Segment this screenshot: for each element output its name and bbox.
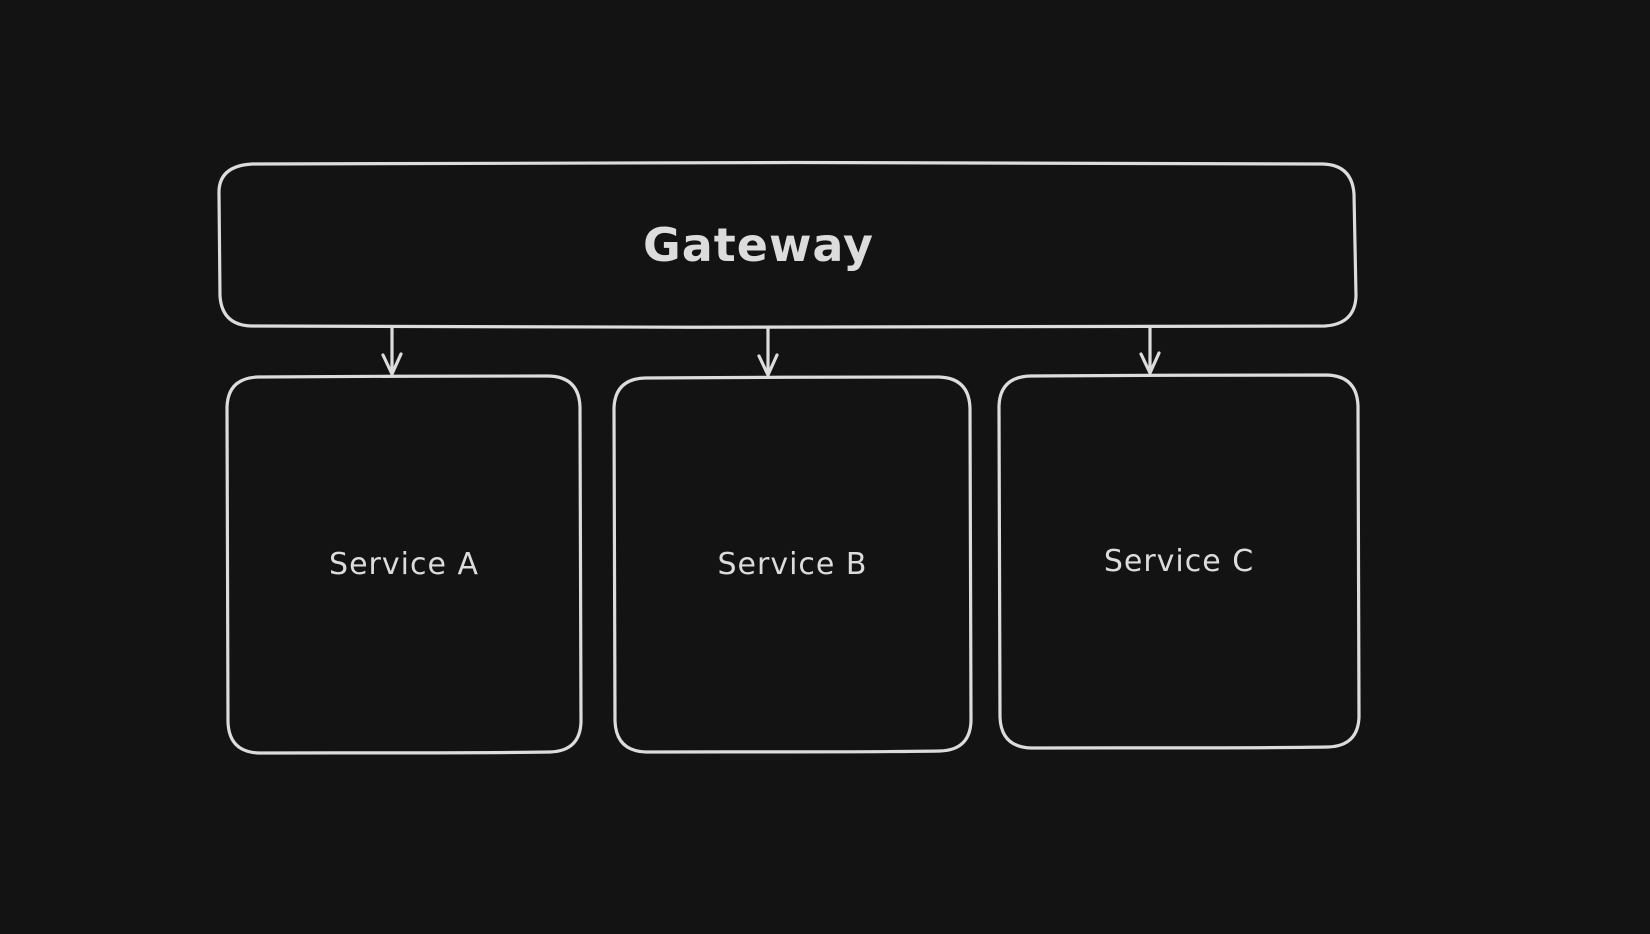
edge-gateway-to-service-c[interactable]	[1139, 326, 1161, 375]
node-service-a-shape[interactable]	[225, 374, 583, 755]
service-c-rect	[997, 373, 1361, 750]
edge-gateway-to-service-a[interactable]	[381, 326, 403, 376]
edge-gateway-to-service-b[interactable]	[757, 326, 779, 377]
edge-b-arrowhead	[757, 353, 779, 377]
gateway-rect	[217, 160, 1358, 329]
service-a-rect	[225, 374, 583, 755]
service-b-rect	[612, 375, 973, 754]
node-service-c-shape[interactable]	[997, 373, 1361, 750]
node-service-b-shape[interactable]	[612, 375, 973, 754]
edge-c-arrowhead	[1139, 351, 1161, 375]
node-gateway-shape[interactable]	[217, 160, 1358, 329]
edge-a-arrowhead	[381, 352, 403, 376]
